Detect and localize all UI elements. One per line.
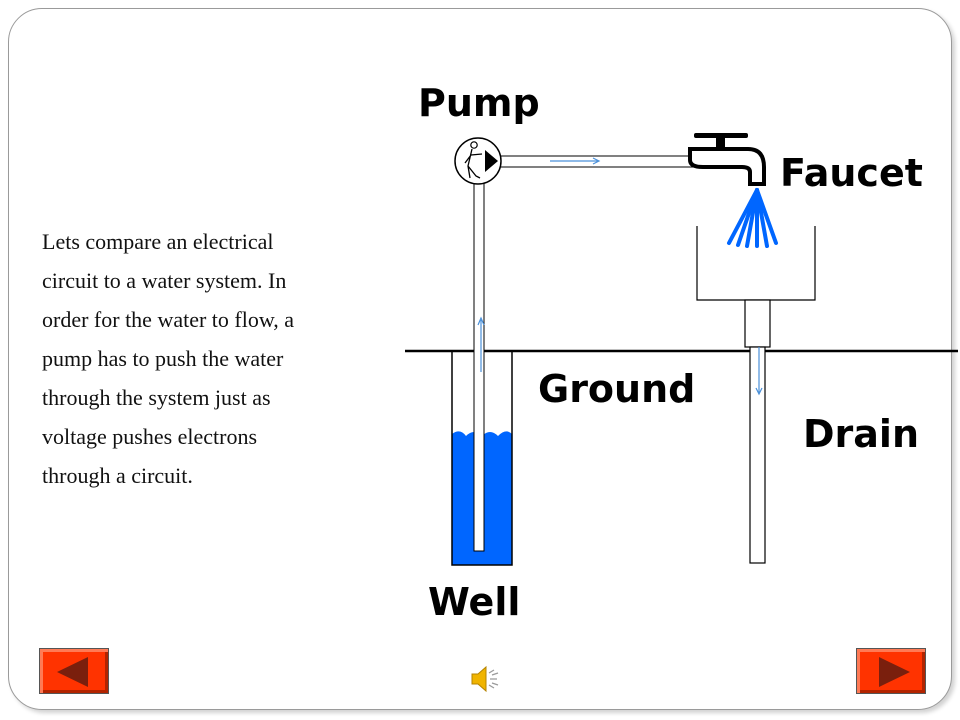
well-outline	[451, 351, 513, 566]
water-spray	[727, 188, 778, 248]
right-flow-arrowhead	[592, 157, 601, 165]
pump-icon	[454, 137, 502, 185]
faucet-icon	[688, 133, 766, 186]
drain-label: Drain	[803, 412, 919, 456]
next-slide-button[interactable]	[856, 648, 926, 694]
faucet-label: Faucet	[780, 151, 923, 195]
drain-pipe	[749, 346, 766, 564]
left-triangle-icon	[57, 657, 88, 687]
pump-label: Pump	[418, 81, 540, 125]
previous-slide-button[interactable]	[39, 648, 109, 694]
down-flow-arrowhead	[755, 387, 763, 396]
well-pipe	[473, 179, 485, 552]
body-text: Lets compare an electrical circuit to a …	[42, 229, 295, 488]
ground-label: Ground	[538, 367, 695, 411]
speaker-icon[interactable]	[470, 664, 504, 694]
right-triangle-icon	[879, 657, 910, 687]
up-flow-arrowhead	[477, 316, 485, 326]
drain-neck	[744, 299, 771, 348]
well-label: Well	[428, 580, 520, 624]
